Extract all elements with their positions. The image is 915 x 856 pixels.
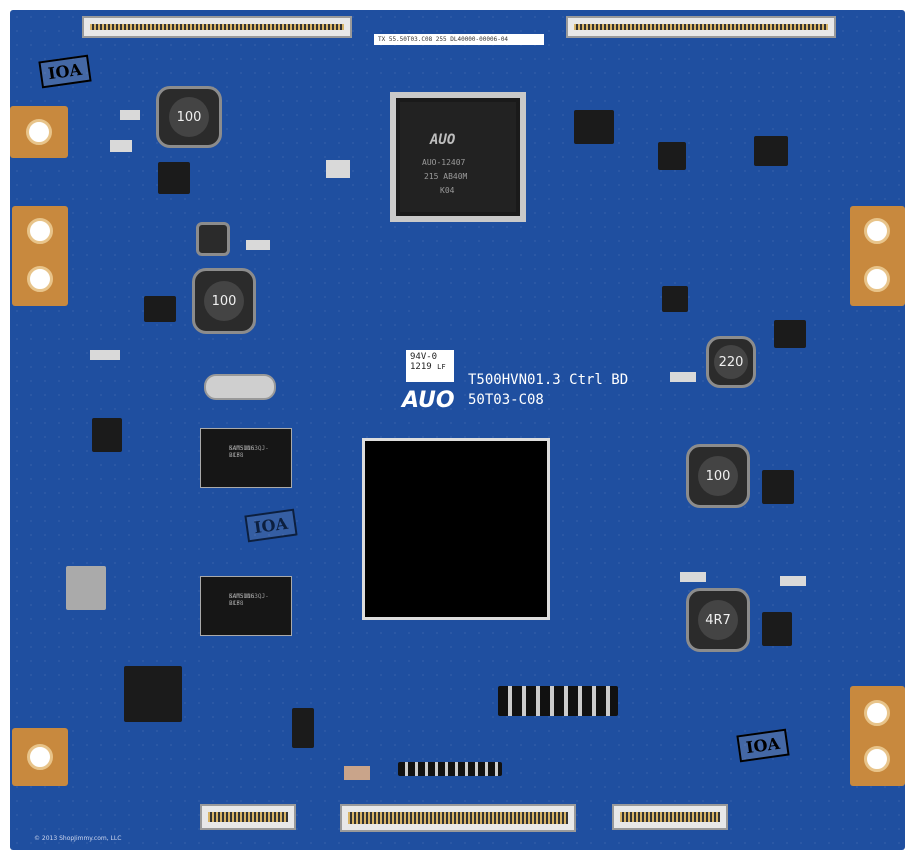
crystal-oscillator — [204, 374, 276, 400]
ic-marking-2: 215 AB40M — [424, 172, 468, 181]
resistor-array — [398, 762, 502, 776]
smd-ic — [92, 418, 122, 452]
main-controller-ic: AUO AUO-12407 215 AB40M K04 — [390, 92, 526, 222]
smd-ic — [124, 666, 182, 722]
inspection-stamp: IOA — [736, 728, 790, 763]
ic-marking-1: AUO-12407 — [422, 158, 466, 167]
mounting-hole — [864, 700, 890, 726]
smd-ic — [158, 162, 190, 194]
ul-label: 94V-0 1219 LF — [406, 350, 454, 382]
smd-component — [680, 572, 706, 582]
date-code-value: 1219 — [410, 362, 432, 372]
inductor: 100 — [156, 86, 222, 148]
mounting-pad — [850, 206, 905, 306]
mounting-pad — [12, 728, 68, 786]
mounting-hole — [864, 746, 890, 772]
mounting-hole — [27, 744, 53, 770]
ram-maker: SAMSUNG 213 — [229, 593, 255, 607]
smd-ic — [66, 566, 106, 610]
connector-pins — [620, 812, 720, 822]
inductor: 4R7 — [686, 588, 750, 652]
ram-maker: SAMSUNG 213 — [229, 445, 255, 459]
inductor-core: 4R7 — [698, 600, 738, 640]
inductor-core: 100 — [204, 281, 244, 321]
ic-brand: AUO — [430, 132, 456, 148]
inductor-core: 220 — [714, 345, 748, 379]
inductor-core: 100 — [698, 456, 738, 496]
ram-part: K4T51163QJ-BCF8 — [229, 445, 269, 459]
auo-logo: AUO — [402, 388, 455, 413]
inspection-stamp: IOA — [38, 54, 92, 89]
inductor: 100 — [686, 444, 750, 508]
connector-pins — [574, 24, 828, 30]
serial-sticker: TX 55.50T03.C08 255 DL40000-00006-04 — [374, 34, 544, 45]
mounting-pad — [10, 106, 68, 158]
timing-controller-ic — [362, 438, 550, 620]
smd-component — [110, 140, 132, 152]
lf-mark: LF — [437, 363, 446, 371]
smd-component — [670, 372, 696, 382]
smd-ic — [658, 142, 686, 170]
resistor-array — [498, 686, 618, 716]
top-connector-right — [566, 16, 836, 38]
mounting-pad — [850, 686, 905, 786]
mounting-hole — [864, 266, 890, 292]
smd-ic — [292, 708, 314, 748]
smd-component — [780, 576, 806, 586]
ul-mark: 94V-0 — [410, 352, 438, 362]
mounting-hole — [27, 218, 53, 244]
mounting-hole — [27, 266, 53, 292]
bottom-connector-right — [612, 804, 728, 830]
smd-ic — [762, 470, 794, 504]
smd-component — [326, 160, 350, 178]
copyright: © 2013 ShopJimmy.com, LLC — [34, 835, 122, 842]
smd-component — [344, 766, 370, 780]
smd-ic — [762, 612, 792, 646]
bottom-connector-center — [340, 804, 576, 832]
inductor: 220 — [706, 336, 756, 388]
date-code: 1219 LF — [410, 362, 450, 372]
ic-body: AUO AUO-12407 215 AB40M K04 — [400, 102, 516, 212]
smd-component — [120, 110, 140, 120]
ic-marking-3: K04 — [440, 186, 455, 195]
inductor-core: 100 — [169, 97, 209, 137]
model-line: T500HVN01.3 Ctrl BD — [468, 372, 629, 388]
smd-ic — [774, 320, 806, 348]
smd-component — [246, 240, 270, 250]
pcb-board: TX 55.50T03.C08 255 DL40000-00006-04 AUO… — [10, 10, 905, 850]
smd-ic — [754, 136, 788, 166]
smd-ic — [144, 296, 176, 322]
smd-ic — [662, 286, 688, 312]
connector-pins — [208, 812, 288, 822]
smd-component — [90, 350, 120, 360]
ram-part: K4T51163QJ-BCF8 — [229, 593, 269, 607]
mounting-hole — [864, 218, 890, 244]
inspection-stamp: IOA — [244, 508, 298, 543]
part-code: 50T03-C08 — [468, 392, 544, 408]
mounting-pad — [12, 206, 68, 306]
bottom-connector-left — [200, 804, 296, 830]
smd-ic — [574, 110, 614, 144]
connector-pins — [348, 812, 568, 824]
small-inductor — [196, 222, 230, 256]
inductor: 100 — [192, 268, 256, 334]
mounting-hole — [26, 119, 52, 145]
top-connector-left — [82, 16, 352, 38]
connector-pins — [90, 24, 344, 30]
